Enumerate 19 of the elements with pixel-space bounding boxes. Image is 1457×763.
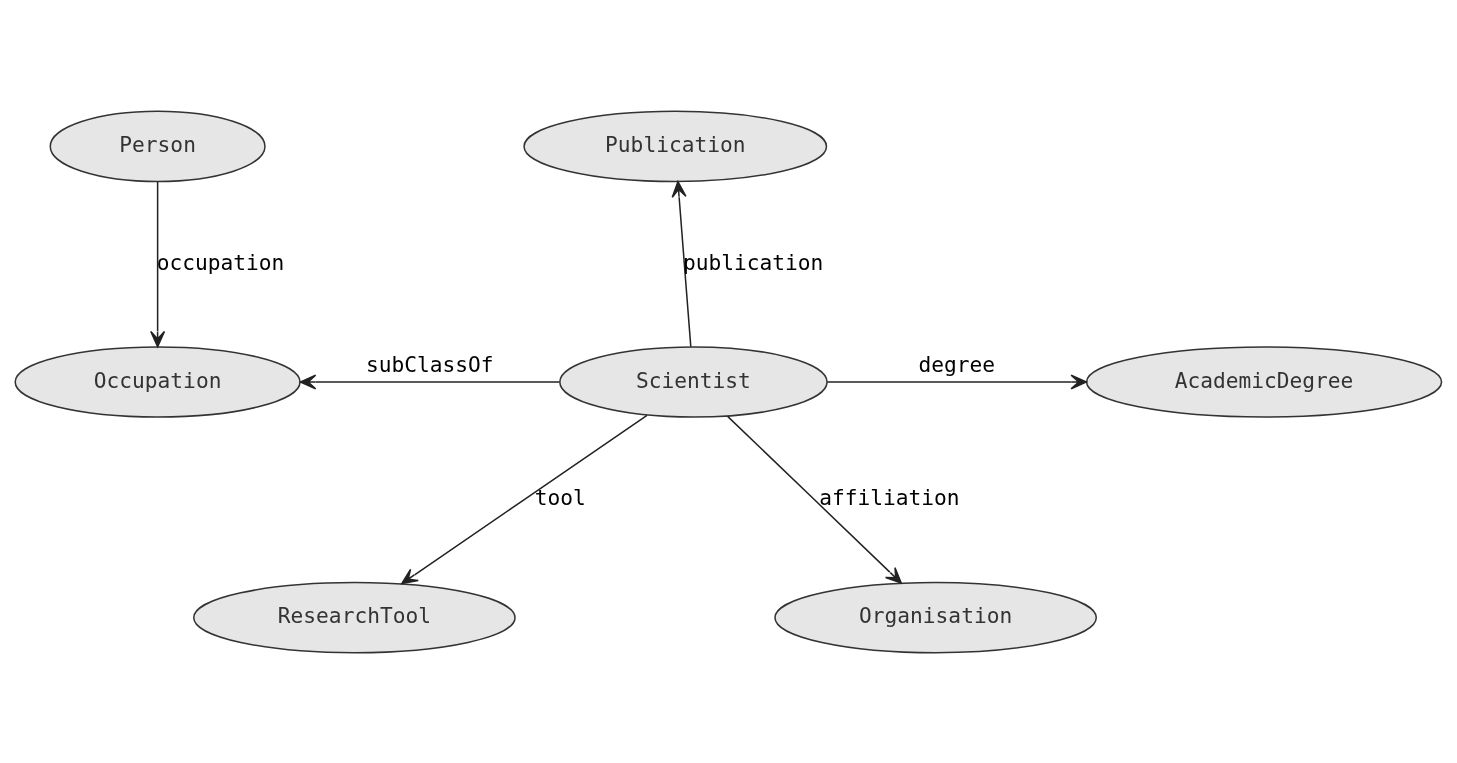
node-ellipse: Publication [523,110,828,182]
node-ellipse: Person [49,110,266,182]
node-ellipse: Scientist [559,345,828,418]
edge-label: affiliation [819,484,960,510]
node-ellipse: Occupation [14,345,301,418]
edge-label: publication [683,249,824,275]
node-ellipse: ResearchTool [193,581,516,653]
edge-label: subClassOf [366,351,494,377]
arrow [299,373,560,390]
edge-label: tool [534,484,586,510]
arrow [150,180,166,347]
arrow [401,414,648,584]
arrow [726,415,902,584]
node-ellipse: Organisation [774,581,1097,653]
arrow [671,180,692,347]
arrow [826,373,1088,390]
edge-label: degree [918,351,996,377]
node-ellipse: AcademicDegree [1085,345,1443,418]
edge-label: occupation [156,249,285,275]
